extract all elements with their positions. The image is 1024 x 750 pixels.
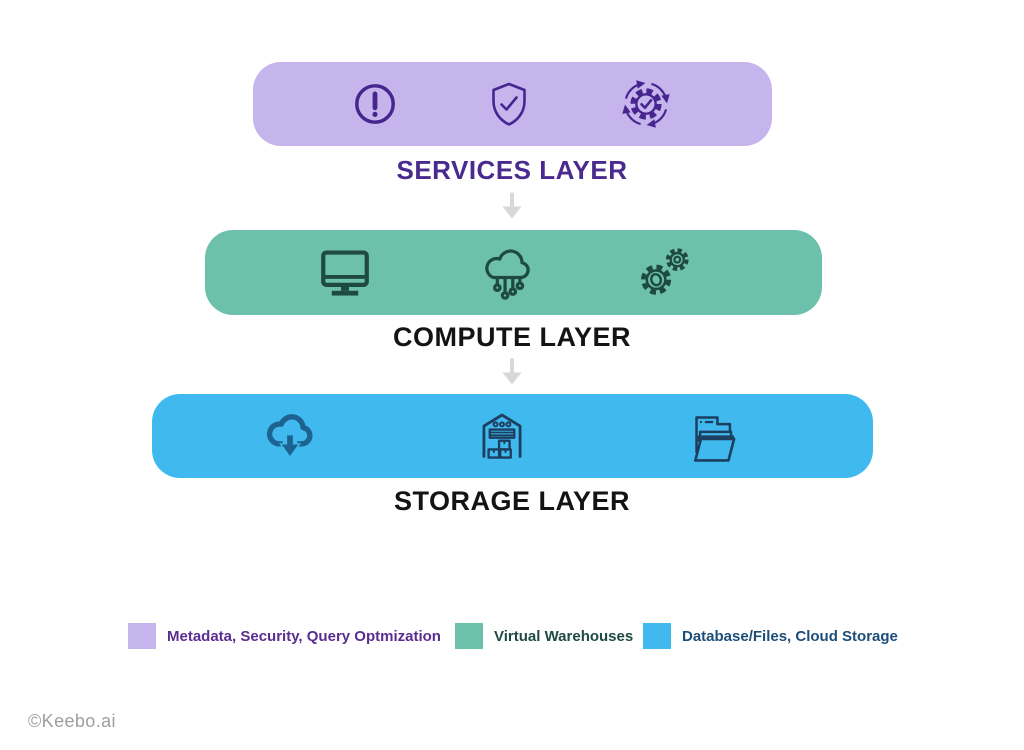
cloud-network-icon [476,242,538,304]
legend-swatch-storage [643,623,671,649]
services-layer-title: SERVICES LAYER [396,155,628,185]
services-layer-bar [253,62,772,146]
shield-check-icon [485,79,533,129]
gears-icon [636,244,694,302]
watermark: ©Keebo.ai [28,711,116,731]
legend-label: Virtual Warehouses [494,627,634,645]
cloud-download-icon [261,408,319,464]
legend-item-metadata: Metadata, Security, Query Optmization [128,622,441,650]
monitor-icon [313,244,377,302]
gear-sync-icon [619,77,673,131]
legend-label: Database/Files, Cloud Storage [682,627,898,645]
legend-swatch-services [128,623,156,649]
folder-files-icon [684,407,746,465]
legend-swatch-compute [455,623,483,649]
storage-layer-bar [152,394,873,478]
storage-layer-title: STORAGE LAYER [393,486,631,516]
compute-layer-bar [205,230,822,315]
legend-item-storage: Database/Files, Cloud Storage [643,622,898,650]
compute-layer-title: COMPUTE LAYER [392,322,632,352]
down-arrow-icon [499,191,525,224]
down-arrow-icon [499,357,525,390]
legend-label: Metadata, Security, Query Optmization [167,627,441,645]
legend: Metadata, Security, Query Optmization Vi… [0,622,1024,652]
alert-circle-icon [352,81,398,127]
legend-item-warehouses: Virtual Warehouses [455,622,633,650]
warehouse-icon [474,406,530,466]
